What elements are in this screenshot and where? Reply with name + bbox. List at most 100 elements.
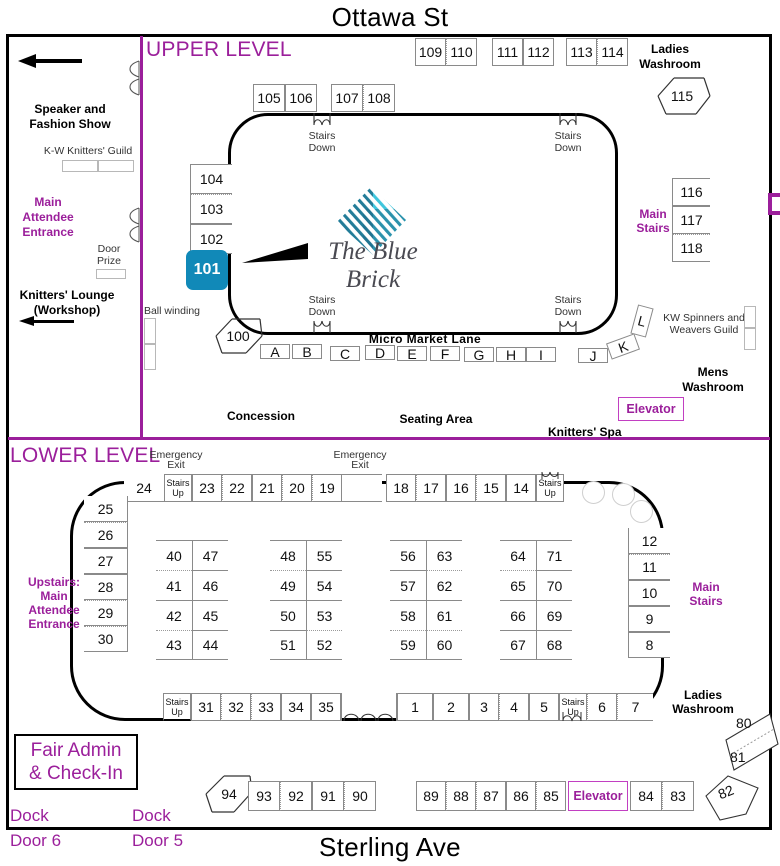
booth-5[interactable]: 5: [529, 693, 559, 721]
booth-14[interactable]: 14: [506, 474, 536, 502]
booth-35[interactable]: 35: [311, 693, 341, 721]
booth-E[interactable]: E: [397, 346, 427, 362]
booth-6[interactable]: 6: [587, 693, 617, 721]
booth-16[interactable]: 16: [446, 474, 476, 502]
booth-15[interactable]: 15: [476, 474, 506, 502]
booth-104[interactable]: 104: [190, 164, 232, 194]
booth-27[interactable]: 27: [84, 548, 128, 574]
booth-54[interactable]: 54: [306, 570, 342, 600]
booth-25[interactable]: 25: [84, 496, 128, 522]
booth-48[interactable]: 48: [270, 540, 306, 570]
booth-31[interactable]: 31: [191, 693, 221, 721]
booth-43[interactable]: 43: [156, 630, 192, 660]
booth-34[interactable]: 34: [281, 693, 311, 721]
booth-23[interactable]: 23: [192, 474, 222, 502]
booth-42[interactable]: 42: [156, 600, 192, 630]
booth-89[interactable]: 89: [416, 781, 446, 811]
booth-116[interactable]: 116: [672, 178, 710, 206]
booth-49[interactable]: 49: [270, 570, 306, 600]
booth-12[interactable]: 12: [628, 528, 670, 554]
booth-109[interactable]: 109: [415, 38, 446, 66]
booth-7[interactable]: 7: [617, 693, 653, 721]
booth-B[interactable]: B: [292, 344, 322, 360]
booth-110[interactable]: 110: [446, 38, 477, 66]
booth-60[interactable]: 60: [426, 630, 462, 660]
booth-87[interactable]: 87: [476, 781, 506, 811]
booth-24[interactable]: 24: [124, 474, 164, 502]
booth-118[interactable]: 118: [672, 234, 710, 262]
booth-1[interactable]: 1: [397, 693, 433, 721]
booth-41[interactable]: 41: [156, 570, 192, 600]
booth-94[interactable]: 94: [204, 774, 254, 814]
booth-8[interactable]: 8: [628, 632, 670, 658]
booth-45[interactable]: 45: [192, 600, 228, 630]
booth-57[interactable]: 57: [390, 570, 426, 600]
booth-40[interactable]: 40: [156, 540, 192, 570]
booth-103[interactable]: 103: [190, 194, 232, 224]
booth-52[interactable]: 52: [306, 630, 342, 660]
booth-68[interactable]: 68: [536, 630, 572, 660]
booth-44[interactable]: 44: [192, 630, 228, 660]
booth-D[interactable]: D: [365, 345, 395, 361]
booth-50[interactable]: 50: [270, 600, 306, 630]
booth-J[interactable]: J: [578, 348, 608, 364]
booth-32[interactable]: 32: [221, 693, 251, 721]
booth-71[interactable]: 71: [536, 540, 572, 570]
booth-63[interactable]: 63: [426, 540, 462, 570]
booth-92[interactable]: 92: [280, 781, 312, 811]
booth-20[interactable]: 20: [282, 474, 312, 502]
booth-81[interactable]: 81: [730, 749, 746, 765]
booth-I[interactable]: I: [526, 347, 556, 363]
booth-56[interactable]: 56: [390, 540, 426, 570]
booth-29[interactable]: 29: [84, 600, 128, 626]
booth-33[interactable]: 33: [251, 693, 281, 721]
booth-111[interactable]: 111: [492, 38, 523, 66]
booth-46[interactable]: 46: [192, 570, 228, 600]
booth-18[interactable]: 18: [386, 474, 416, 502]
booth-90[interactable]: 90: [344, 781, 376, 811]
booth-26[interactable]: 26: [84, 522, 128, 548]
booth-115[interactable]: 115: [652, 74, 712, 118]
booth-108[interactable]: 108: [363, 84, 395, 112]
booth-51[interactable]: 51: [270, 630, 306, 660]
booth-83[interactable]: 83: [662, 781, 694, 811]
booth-2[interactable]: 2: [433, 693, 469, 721]
booth-85[interactable]: 85: [536, 781, 566, 811]
booth-10[interactable]: 10: [628, 580, 670, 606]
booth-17[interactable]: 17: [416, 474, 446, 502]
booth-58[interactable]: 58: [390, 600, 426, 630]
booth-113[interactable]: 113: [566, 38, 597, 66]
booth-A[interactable]: A: [260, 344, 290, 360]
booth-114[interactable]: 114: [597, 38, 628, 66]
booth-4[interactable]: 4: [499, 693, 529, 721]
booth-F[interactable]: F: [430, 346, 460, 362]
booth-22[interactable]: 22: [222, 474, 252, 502]
booth-93[interactable]: 93: [248, 781, 280, 811]
booth-80[interactable]: 80: [736, 715, 752, 731]
booth-101-highlighted[interactable]: 101: [186, 250, 228, 290]
booth-21[interactable]: 21: [252, 474, 282, 502]
booth-70[interactable]: 70: [536, 570, 572, 600]
booth-64[interactable]: 64: [500, 540, 536, 570]
booth-47[interactable]: 47: [192, 540, 228, 570]
booth-28[interactable]: 28: [84, 574, 128, 600]
booth-67[interactable]: 67: [500, 630, 536, 660]
booth-59[interactable]: 59: [390, 630, 426, 660]
booth-9[interactable]: 9: [628, 606, 670, 632]
booth-66[interactable]: 66: [500, 600, 536, 630]
booth-11[interactable]: 11: [628, 554, 670, 580]
booth-100[interactable]: 100: [212, 316, 264, 356]
booth-C[interactable]: C: [330, 346, 360, 362]
booth-117[interactable]: 117: [672, 206, 710, 234]
booth-86[interactable]: 86: [506, 781, 536, 811]
booth-102[interactable]: 102: [190, 224, 232, 254]
booth-55[interactable]: 55: [306, 540, 342, 570]
booth-107[interactable]: 107: [331, 84, 363, 112]
booth-112[interactable]: 112: [523, 38, 554, 66]
booth-G[interactable]: G: [464, 347, 494, 363]
booth-62[interactable]: 62: [426, 570, 462, 600]
